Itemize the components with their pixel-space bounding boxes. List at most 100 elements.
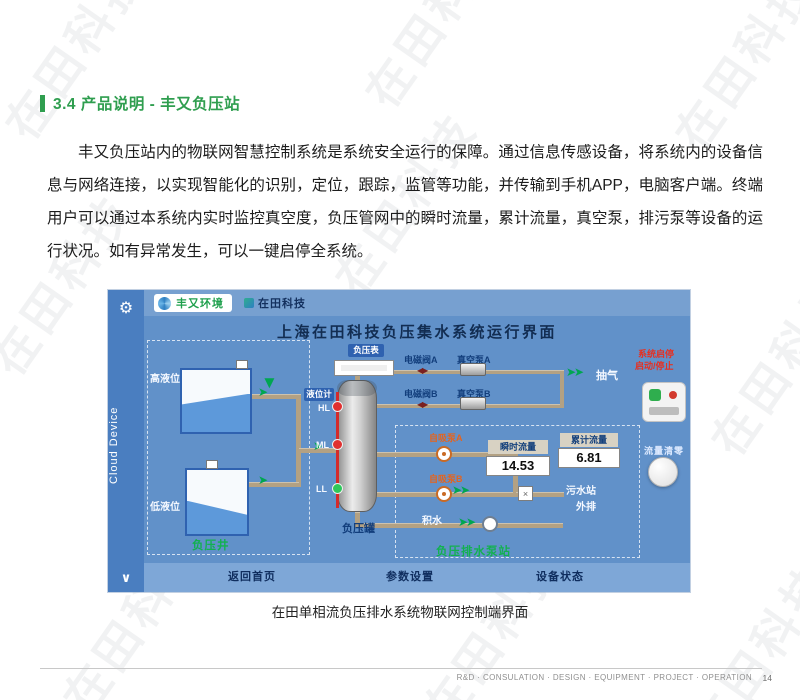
flow-meter-icon: × [518, 486, 533, 501]
brand-tab[interactable]: 丰又环境 [154, 294, 232, 312]
pump-station-zone [395, 425, 640, 558]
drain-pump-icon [482, 516, 498, 532]
solenoid-valve-a-icon: ◀▶ [417, 366, 428, 375]
float-switch-icon [236, 360, 248, 369]
flow-reset-button[interactable] [648, 457, 678, 487]
vacuum-tank-cap [337, 380, 377, 396]
vacuum-well-label: 负压井 [192, 540, 230, 552]
flow-arrow-down-icon: ▼ [261, 373, 278, 392]
total-flow-value: 6.81 [558, 448, 620, 468]
vacuum-well-zone [147, 340, 310, 555]
low-level-tank [185, 468, 249, 536]
hmi-topbar: 丰又环境 在田科技 [144, 290, 690, 316]
company-label: 在田科技 [258, 298, 306, 310]
solenoid-valve-b-label: 电磁阀B [404, 389, 438, 399]
section-heading: 3.4 产品说明 - 丰又负压站 [40, 92, 240, 114]
vacuum-pump-b-label: 真空泵B [457, 389, 491, 399]
chevron-collapse-icon[interactable]: ∨ [120, 570, 132, 585]
start-button[interactable] [649, 389, 661, 401]
level-meter-label: 液位计 [304, 388, 334, 401]
self-priming-pump-a-icon [436, 446, 452, 462]
water-label: 积水 [422, 516, 442, 527]
stop-indicator[interactable] [669, 391, 677, 399]
watermark: 在田科技 [701, 264, 800, 465]
pipe [296, 394, 301, 487]
heading-accent-bar [40, 94, 45, 112]
pipe [249, 482, 299, 487]
sidebar-label: Cloud Device [108, 406, 120, 484]
self-priming-pump-a-label: 自吸泵A [429, 433, 463, 443]
level-gauge-line [336, 392, 339, 508]
system-switch-label: 系统启停 [638, 349, 675, 359]
ll-label: LL [316, 484, 327, 494]
hl-label: HL [318, 403, 330, 413]
nav-settings[interactable]: 参数设置 [386, 571, 434, 583]
hmi-navbar: 返回首页 参数设置 设备状态 [144, 563, 690, 592]
pipe [355, 523, 563, 528]
flow-reset-label: 流量清零 [643, 446, 684, 456]
footer-text: R&D · CONSULATION · DESIGN · EQUIPMENT ·… [456, 673, 752, 682]
system-switch-sub-label: 启动/停止 [635, 361, 674, 371]
low-level-label: 低液位 [150, 502, 180, 513]
hmi-sidebar: ⚙ Cloud Device ∨ [108, 290, 144, 592]
flow-arrow-icon: ➤ [313, 439, 323, 453]
self-priming-pump-b-icon [436, 486, 452, 502]
vacuum-gauge-label: 负压表 [348, 344, 384, 357]
footer-rule [40, 668, 762, 669]
brand-logo-icon [158, 296, 171, 310]
hl-indicator [332, 401, 343, 412]
sewage-station-label: 污水站 [566, 486, 596, 497]
nav-device-status[interactable]: 设备状态 [536, 571, 584, 583]
self-priming-pump-b-label: 自吸泵B [429, 474, 463, 484]
company-tab[interactable]: 在田科技 [244, 295, 306, 311]
section-heading-text: 3.4 产品说明 - 丰又负压站 [53, 96, 241, 113]
brand-label: 丰又环境 [176, 298, 224, 310]
vacuum-tank [337, 380, 377, 512]
pipe [252, 394, 300, 399]
pipe [516, 492, 564, 497]
body-paragraph: 丰又负压站内的物联网智慧控制系统是系统安全运行的保障。通过信息传感设备，将系统内… [47, 144, 763, 260]
pipe [355, 512, 360, 526]
float-switch-icon [206, 460, 218, 469]
switch-slider[interactable] [649, 407, 679, 415]
total-flow-label: 累计流量 [560, 433, 618, 447]
watermark: 在田科技 [355, 0, 518, 117]
vacuum-pump-b-icon [460, 397, 486, 410]
gear-icon[interactable]: ⚙ [118, 300, 134, 317]
exhaust-label: 抽气 [596, 370, 618, 382]
discharge-label: 外排 [576, 502, 596, 513]
ml-label: ML [316, 440, 329, 450]
ml-indicator [332, 439, 343, 450]
flow-arrow-icon: ➤➤ [458, 515, 476, 529]
page-number: 14 [762, 673, 772, 683]
vacuum-gauge-display [334, 360, 394, 376]
figure-caption: 在田单相流负压排水系统物联网控制端界面 [271, 605, 529, 620]
flow-arrow-icon: ➤➤ [566, 365, 584, 379]
company-logo-icon [244, 298, 254, 308]
pump-station-label: 负压排水泵站 [436, 546, 511, 558]
water-fill [187, 500, 247, 534]
watermark: 在田科技 [0, 0, 158, 149]
solenoid-valve-b-icon: ◀▶ [417, 400, 428, 409]
system-switch-panel[interactable] [642, 382, 686, 422]
water-fill [182, 393, 250, 432]
solenoid-valve-a-label: 电磁阀A [404, 355, 438, 365]
high-level-label: 高液位 [150, 374, 180, 385]
nav-home[interactable]: 返回首页 [228, 571, 276, 583]
high-level-tank [180, 368, 252, 434]
vacuum-pump-a-label: 真空泵A [457, 355, 491, 365]
instant-flow-value: 14.53 [486, 456, 550, 476]
vacuum-pump-a-icon [460, 363, 486, 376]
flow-arrow-icon: ➤ [258, 473, 268, 487]
instant-flow-label: 瞬时流量 [488, 440, 548, 454]
hmi-screenshot: ⚙ Cloud Device ∨ 丰又环境 在田科技 上海在田科技负压集水系统运… [108, 290, 690, 592]
gauge-value-blur [341, 365, 387, 371]
flow-arrow-icon: ➤➤ [452, 483, 470, 497]
ll-indicator [332, 483, 343, 494]
vacuum-tank-label: 负压罐 [342, 523, 375, 535]
pipe [355, 368, 360, 384]
flow-arrow-icon: ➤ [258, 385, 268, 399]
hmi-title: 上海在田科技负压集水系统运行界面 [276, 324, 557, 341]
pipe [299, 448, 343, 453]
